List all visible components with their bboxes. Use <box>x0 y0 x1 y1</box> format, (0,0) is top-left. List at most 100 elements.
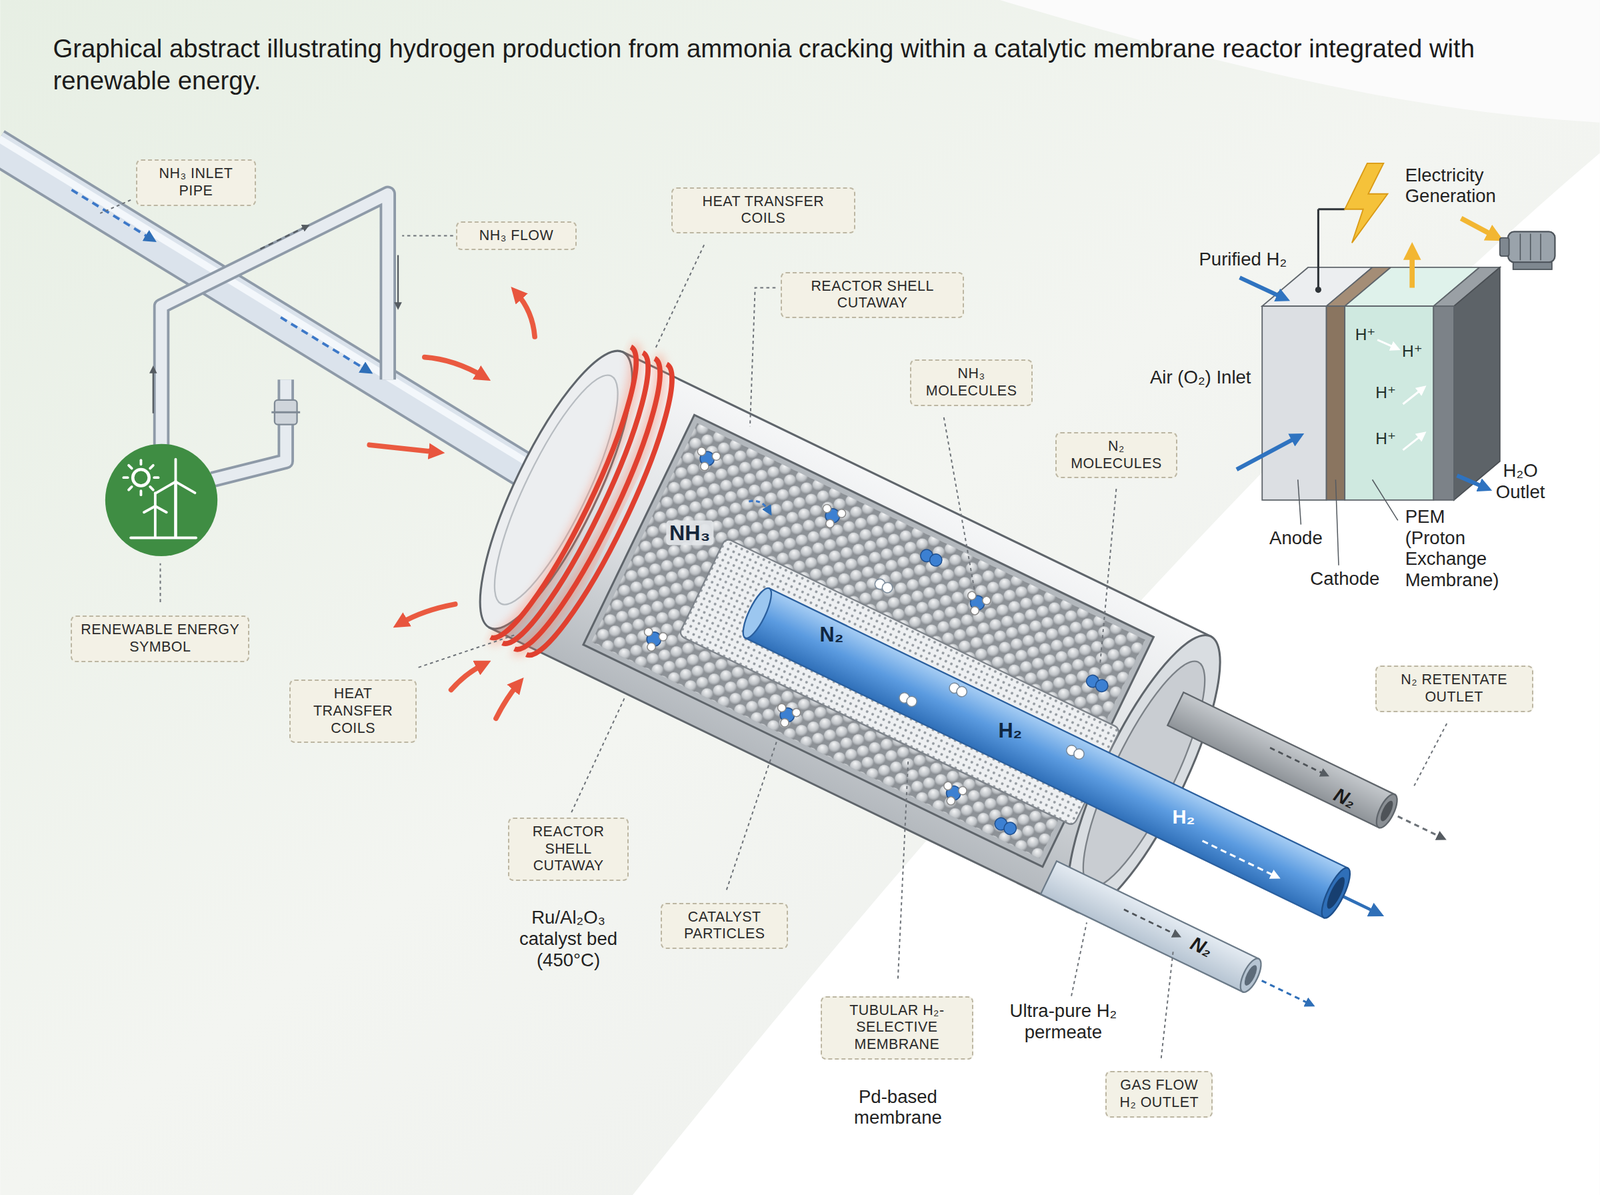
feed-pipework-part <box>212 379 286 480</box>
leader-line-part <box>944 417 975 590</box>
annotation-label: Ru/Al₂O₃ catalyst bed (450°C) <box>499 907 638 971</box>
callout-text: REACTOR SHELL CUTAWAY <box>517 823 620 875</box>
renewable-energy-icon-part-part <box>175 481 195 493</box>
callout-text: CATALYST PARTICLES <box>670 908 779 943</box>
hydrogen-molecule-part <box>873 577 894 595</box>
nitrogen-molecule-part <box>918 547 944 568</box>
renewable-energy-icon-part-part <box>130 536 196 540</box>
leader-line-part <box>571 698 625 812</box>
leader-line-part <box>898 761 908 979</box>
ammonia-molecule-part-part <box>696 446 707 457</box>
feed-pipework-part <box>0 146 556 490</box>
membrane-reactor-part <box>1372 791 1402 831</box>
hydrogen-molecule-part-part <box>904 694 918 708</box>
fuel-cell-part <box>1236 436 1298 470</box>
fuel-cell-part <box>1433 306 1454 500</box>
fuel-cell <box>1236 163 1555 566</box>
hydrogen-molecule-part <box>947 681 968 699</box>
annotation-label: PEM (Proton Exchange Membrane) <box>1405 506 1502 591</box>
heat-arrows-part <box>369 444 437 452</box>
annotation-label: H⁺ <box>1375 429 1396 448</box>
callout-text: HEAT TRANSFER COILS <box>680 193 846 228</box>
membrane-reactor-part <box>1040 860 1259 992</box>
heat-arrows-part <box>496 683 519 718</box>
fuel-cell-part <box>1377 340 1396 348</box>
motor-icon-part <box>1500 238 1510 257</box>
renewable-energy-icon-part-part <box>150 486 154 490</box>
renewable-energy-icon-part-part <box>154 506 157 537</box>
nitrogen-molecule-part-part <box>1093 677 1110 694</box>
hydrogen-molecule-part-part <box>880 580 894 594</box>
callout-box: NH₃ MOLECULES <box>910 359 1033 406</box>
annotation-label: H₂ <box>998 718 1022 742</box>
ammonia-molecule-part-part <box>821 502 832 514</box>
membrane-reactor-part <box>1398 816 1442 838</box>
callout-text: NH₃ INLET PIPE <box>145 165 248 200</box>
ammonia-molecule-part <box>770 700 802 731</box>
fuel-cell-part <box>1461 218 1496 237</box>
motor-icon-part <box>1520 233 1522 260</box>
callout-text: TUBULAR H₂-SELECTIVE MEMBRANE <box>830 1002 965 1054</box>
heat-arrows-part <box>516 292 536 337</box>
fuel-cell-part <box>1318 208 1345 210</box>
annotation-label: NH₃ <box>666 520 714 545</box>
membrane-reactor-part <box>748 497 771 511</box>
feed-pipework-part <box>152 369 154 414</box>
renewable-energy-icon-part <box>132 469 149 486</box>
motor-icon-part <box>1530 233 1532 260</box>
callout-box: HEAT TRANSFER COILS <box>289 679 417 743</box>
leader-line-part <box>1161 948 1174 1058</box>
renewable-energy-icon-part <box>123 459 196 538</box>
feed-pipework <box>0 138 560 490</box>
annotation-label: H₂ <box>1172 806 1196 828</box>
ammonia-molecule-part <box>816 501 847 532</box>
feed-pipework-part <box>280 317 368 371</box>
callout-box: TUBULAR H₂-SELECTIVE MEMBRANE <box>820 996 974 1060</box>
membrane-reactor-part <box>1242 963 1260 988</box>
renewable-energy-icon-part-part <box>123 476 128 479</box>
motor-icon-part <box>1508 231 1555 262</box>
membrane-reactor-part <box>1202 840 1276 876</box>
motor-icon-part <box>1540 233 1542 260</box>
fuel-cell-part <box>1344 163 1388 243</box>
callout-text: GAS FLOW H₂ OUTLET <box>1114 1076 1204 1111</box>
fuel-cell-part <box>1454 267 1500 500</box>
heat-arrows-part <box>451 664 484 690</box>
ammonia-molecule-part <box>637 624 668 656</box>
ammonia-molecule-part-part <box>646 641 657 652</box>
hydrogen-molecule-part-part <box>1072 746 1086 760</box>
membrane-reactor-part <box>1262 980 1311 1004</box>
callout-text: HEAT TRANSFER COILS <box>298 685 408 737</box>
ammonia-molecule-part-part <box>776 702 787 713</box>
renewable-energy-icon-part-part <box>154 492 157 506</box>
renewable-energy-icon-part-part <box>128 486 132 490</box>
fuel-cell-part <box>1402 388 1422 404</box>
callout-box: N₂ RETENTATE OUTLET <box>1375 665 1534 712</box>
nitrogen-molecule-part <box>1084 672 1110 694</box>
renewable-energy-icon-part-part <box>155 506 167 512</box>
ammonia-molecule-part-part <box>699 460 710 472</box>
fuel-cell-part <box>1262 306 1326 500</box>
ammonia-molecule-part-part <box>981 594 992 606</box>
callout-box: HEAT TRANSFER COILS <box>671 187 856 234</box>
callout-text: N₂ RETENTATE OUTLET <box>1384 671 1524 706</box>
leader-line-part <box>159 563 161 602</box>
renewable-energy-icon-part-part <box>174 481 178 537</box>
feed-pipework-part <box>0 138 560 483</box>
callout-box: REACTOR SHELL CUTAWAY <box>780 272 965 318</box>
callout-text: NH₃ FLOW <box>465 227 568 245</box>
callout-box: GAS FLOW H₂ OUTLET <box>1105 1070 1213 1117</box>
heating-coil-part <box>526 364 695 668</box>
membrane-reactor-part <box>1316 864 1356 922</box>
annotation-label: Pd-based membrane <box>842 1086 954 1128</box>
annotation-label: H₂O Outlet <box>1482 460 1559 503</box>
callout-text: N₂ MOLECULES <box>1064 438 1169 472</box>
leader-line-part <box>1100 488 1116 666</box>
callout-box: RENEWABLE ENERGY SYMBOL <box>70 615 250 662</box>
membrane-reactor-part <box>1324 874 1348 911</box>
ammonia-molecule-part <box>690 444 722 475</box>
ammonia-molecule-part-part <box>710 450 722 462</box>
